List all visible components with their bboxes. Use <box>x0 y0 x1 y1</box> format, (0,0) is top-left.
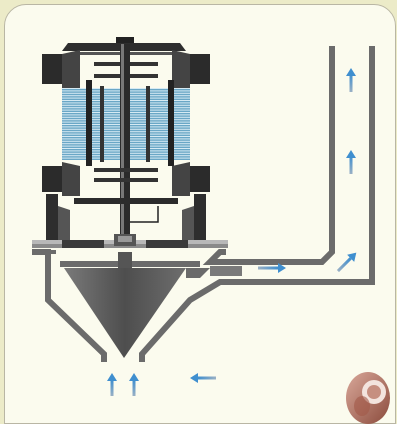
blower-casing-fill <box>44 250 56 254</box>
arrow-icon <box>107 373 117 396</box>
arrow-icon <box>334 249 359 274</box>
fuel-pellet-icon[interactable] <box>346 372 390 424</box>
arrow-icon <box>346 150 356 174</box>
arrow-icon <box>346 68 356 92</box>
arrow-icon <box>190 373 216 383</box>
arrow-icon <box>129 373 139 396</box>
